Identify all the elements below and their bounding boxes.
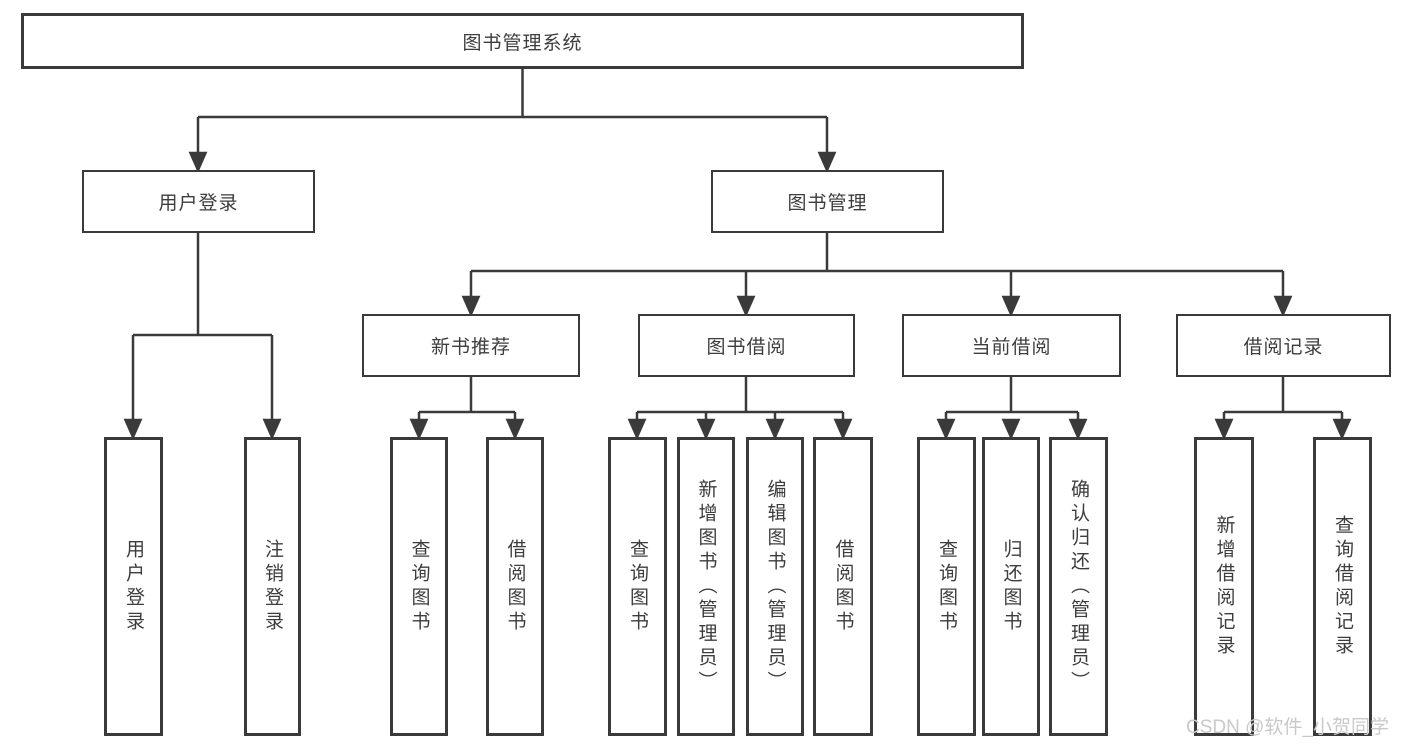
node-leaf-confirm-return-label: 确认归还（管理员） xyxy=(1068,478,1089,695)
arrowhead xyxy=(461,295,481,318)
node-leaf-return-books: 归还图书 xyxy=(982,437,1040,736)
arrowhead xyxy=(696,418,716,441)
node-leaf-borrow-books-1: 借阅图书 xyxy=(486,437,544,736)
node-root: 图书管理系统 xyxy=(21,13,1024,69)
arrowhead xyxy=(1001,418,1021,441)
node-leaf-query-books-2-label: 查询图书 xyxy=(627,538,648,635)
arrowhead xyxy=(188,151,208,174)
node-leaf-query-borrow-record: 查询借阅记录 xyxy=(1313,437,1372,736)
node-book-borrow: 图书借阅 xyxy=(638,314,855,377)
node-leaf-query-books-2: 查询图书 xyxy=(608,437,667,736)
connector-book-borrow xyxy=(627,377,853,441)
arrowhead xyxy=(817,151,837,174)
node-user-login: 用户登录 xyxy=(82,170,315,233)
arrowhead xyxy=(1214,418,1234,441)
node-leaf-add-books-label: 新增图书（管理员） xyxy=(695,478,717,695)
connector-borrow-records xyxy=(1214,377,1352,441)
node-leaf-confirm-return: 确认归还（管理员） xyxy=(1049,437,1108,736)
node-leaf-logout-label: 注销登录 xyxy=(262,538,283,635)
watermark: CSDN @软件_小贺同学 xyxy=(1186,717,1389,738)
connector-current-borrow xyxy=(936,377,1088,441)
node-leaf-user-login-label: 用户登录 xyxy=(123,538,144,635)
node-new-book-recommend-label: 新书推荐 xyxy=(430,337,511,358)
arrowhead xyxy=(1273,295,1293,318)
node-leaf-query-books-1-label: 查询图书 xyxy=(408,538,430,635)
arrowhead xyxy=(765,418,785,441)
node-borrow-records-label: 借阅记录 xyxy=(1243,337,1324,358)
arrowhead xyxy=(1068,418,1088,441)
node-leaf-edit-books: 编辑图书（管理员） xyxy=(746,437,804,736)
node-leaf-add-borrow-record-label: 新增借阅记录 xyxy=(1213,514,1235,659)
arrowhead xyxy=(736,295,756,318)
connector-new-book xyxy=(409,377,525,441)
node-book-management-label: 图书管理 xyxy=(787,193,868,214)
node-current-borrow: 当前借阅 xyxy=(902,314,1121,377)
node-leaf-query-books-3: 查询图书 xyxy=(917,437,976,736)
arrowhead xyxy=(1332,418,1352,441)
node-leaf-query-books-3-label: 查询图书 xyxy=(936,538,957,635)
node-leaf-query-books-1: 查询图书 xyxy=(390,437,448,736)
arrowhead xyxy=(409,418,429,441)
connector-root xyxy=(188,69,837,174)
node-borrow-records: 借阅记录 xyxy=(1176,314,1391,377)
arrowhead xyxy=(505,418,525,441)
node-root-label: 图书管理系统 xyxy=(462,32,583,54)
connector-user-login xyxy=(123,233,282,441)
arrowhead xyxy=(262,418,282,441)
node-leaf-borrow-books-2: 借阅图书 xyxy=(813,437,873,736)
node-book-management: 图书管理 xyxy=(711,170,944,233)
arrowhead xyxy=(833,418,853,441)
arrowhead xyxy=(123,418,143,441)
arrowhead xyxy=(627,418,647,441)
node-leaf-add-books: 新增图书（管理员） xyxy=(677,437,735,736)
node-leaf-query-borrow-record-label: 查询借阅记录 xyxy=(1332,514,1353,659)
node-leaf-borrow-books-1-label: 借阅图书 xyxy=(504,538,526,635)
node-leaf-add-borrow-record: 新增借阅记录 xyxy=(1194,437,1254,736)
node-leaf-borrow-books-2-label: 借阅图书 xyxy=(832,538,854,635)
node-book-borrow-label: 图书借阅 xyxy=(706,337,787,358)
node-leaf-user-login: 用户登录 xyxy=(104,437,163,736)
node-new-book-recommend: 新书推荐 xyxy=(362,314,580,377)
node-leaf-return-books-label: 归还图书 xyxy=(1000,538,1022,635)
node-leaf-edit-books-label: 编辑图书（管理员） xyxy=(764,478,786,695)
node-leaf-logout: 注销登录 xyxy=(244,437,301,736)
arrowhead xyxy=(936,418,956,441)
node-user-login-label: 用户登录 xyxy=(158,193,239,214)
node-current-borrow-label: 当前借阅 xyxy=(971,337,1052,358)
arrowhead xyxy=(1001,295,1021,318)
connector-book-mgmt xyxy=(461,233,1293,318)
